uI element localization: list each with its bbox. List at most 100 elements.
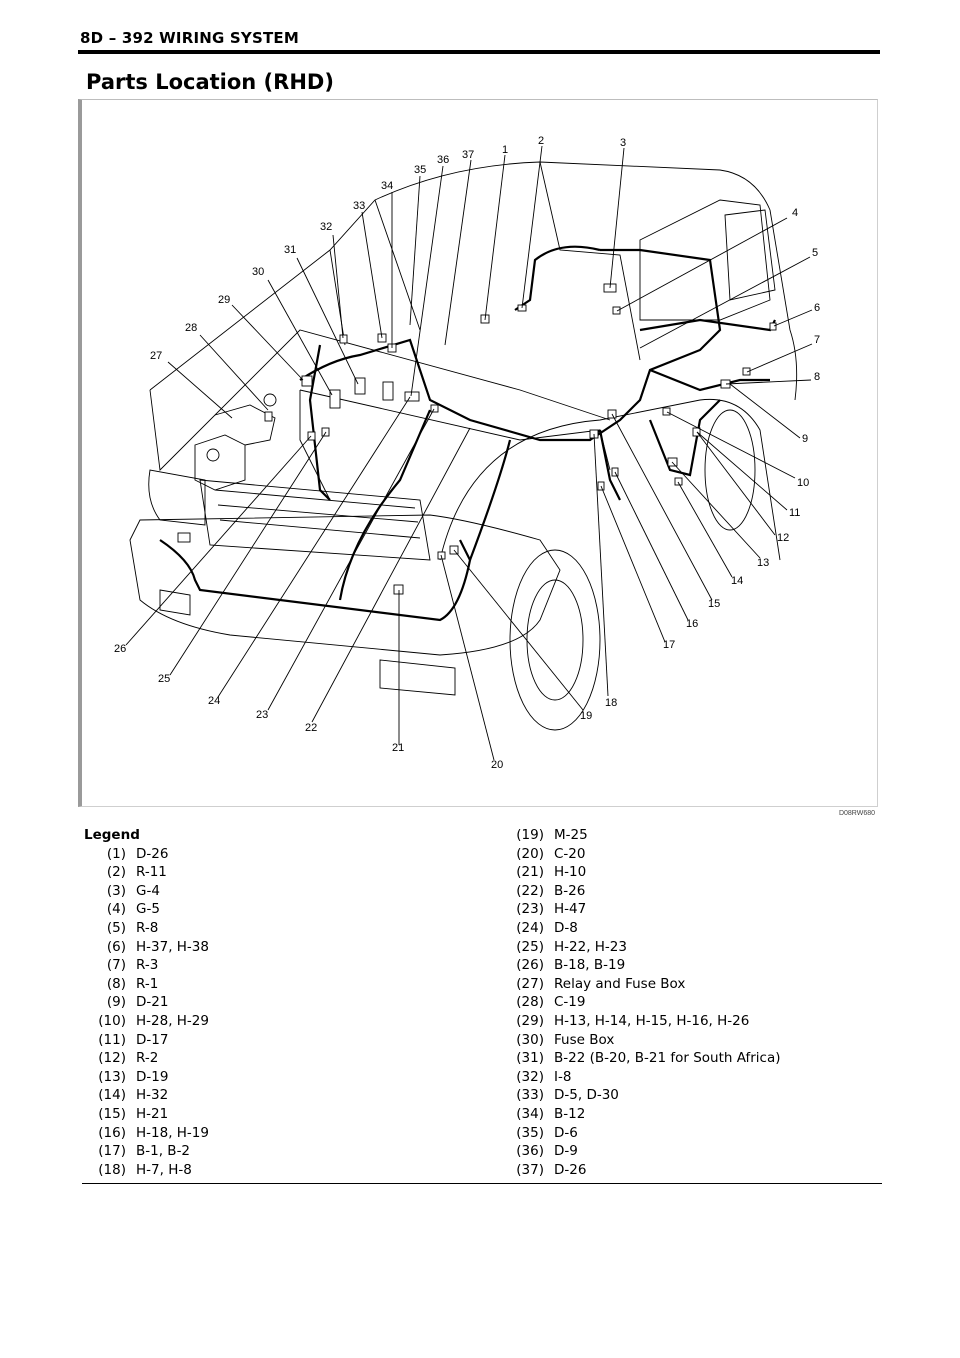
legend-item: (14) H-32: [84, 1086, 484, 1105]
legend-item: (29)H-13, H-14, H-15, H-16, H-26: [502, 1012, 882, 1031]
legend-item-number: (2): [106, 864, 126, 881]
legend-item-number: (5): [106, 919, 126, 936]
legend-item-number: (9): [106, 994, 126, 1011]
legend-item-text: D-5, D-30: [554, 1087, 619, 1104]
legend-item-number: (22): [516, 882, 544, 899]
callout-28: 28: [185, 322, 197, 334]
reservoir-cap: [206, 448, 220, 462]
legend-item-number: (17): [98, 1143, 126, 1160]
legend-item: (1)D-26: [84, 845, 484, 864]
legend-item-number: (7): [106, 957, 126, 974]
vehicle-fog-lamp: [159, 589, 191, 616]
legend-item-text: H-32: [136, 1087, 169, 1104]
callout-36: 36: [437, 154, 449, 166]
legend-item: (31)B-22 (B-20, B-21 for South Africa): [502, 1049, 882, 1068]
legend-item-number: (20): [516, 845, 544, 862]
legend-item: (12) R-2: [84, 1049, 484, 1068]
vehicle-front-wheel: [509, 549, 601, 731]
legend-item-text: C-20: [554, 845, 586, 862]
legend-item: (26) B-18, B-19: [502, 956, 882, 975]
vehicle-front-bumper: [129, 514, 561, 656]
legend-item-number: (14): [98, 1087, 126, 1104]
legend-item-text: D-8: [554, 919, 578, 936]
vehicle-front-wheel-inner: [526, 579, 584, 701]
legend-item-text: D-6: [554, 1124, 578, 1141]
legend-item-number: (15): [98, 1105, 126, 1122]
callout-11: 11: [789, 507, 800, 519]
callout-23: 23: [256, 709, 268, 721]
legend-item-text: H-47: [554, 901, 587, 918]
callout-35: 35: [414, 164, 426, 176]
vehicle-side-window: [639, 199, 771, 321]
callout-12: 12: [777, 532, 789, 544]
legend-item-number: (26): [516, 957, 544, 974]
legend-item: (5)R-8: [84, 919, 484, 938]
legend-item: (3) G-4: [84, 882, 484, 901]
legend-item-number: (23): [516, 901, 544, 918]
callout-5: 5: [812, 247, 818, 259]
legend-item: (6)H-37, H-38: [84, 938, 484, 957]
legend-item-number: (8): [106, 975, 126, 992]
vehicle-hood-outline: [149, 329, 611, 471]
legend-item: (22)B-26: [502, 882, 882, 901]
legend-item: (25)H-22, H-23: [502, 938, 882, 957]
legend-item-text: Relay and Fuse Box: [554, 975, 686, 992]
legend-item-number: (13): [98, 1068, 126, 1085]
callout-21: 21: [392, 742, 404, 754]
legend-item-text: D-9: [554, 1143, 578, 1160]
legend-item: (20) C-20: [502, 845, 882, 864]
callout-19: 19: [580, 710, 592, 722]
legend-item: (28)C-19: [502, 993, 882, 1012]
callout-13: 13: [757, 557, 769, 569]
legend-column-left: Legend (1)D-26(2)R-11(3)G-4(4)G-5(5)R-8(…: [84, 826, 484, 1179]
legend-item: (11)D-17: [84, 1031, 484, 1050]
legend-item-text: D-19: [136, 1068, 169, 1085]
legend-item-text: B-18, B-19: [554, 957, 626, 974]
callout-14: 14: [731, 575, 743, 587]
legend-item-text: R-2: [136, 1050, 159, 1067]
legend-item: (8)R-1: [84, 975, 484, 994]
legend-item: (24) D-8: [502, 919, 882, 938]
legend-item-number: (24): [516, 919, 544, 936]
figure-code: D08RW680: [838, 810, 875, 817]
figure-frame: [78, 99, 878, 807]
legend-item-number: (30): [516, 1031, 544, 1048]
legend-item-text: B-12: [554, 1105, 586, 1122]
callout-33: 33: [353, 200, 365, 212]
legend-item-text: G-4: [136, 882, 160, 899]
callout-15: 15: [708, 598, 720, 610]
legend-item-number: (12): [98, 1050, 126, 1067]
callout-27: 27: [150, 350, 162, 362]
vehicle-grille: [199, 479, 431, 561]
section-title: Parts Location (RHD): [86, 70, 334, 94]
legend-item-number: (33): [516, 1087, 544, 1104]
leader-lines: [125, 145, 813, 761]
legend-item-text: H-28, H-29: [136, 1012, 209, 1029]
legend-heading: Legend: [84, 827, 140, 843]
legend-item-text: M-25: [554, 827, 588, 843]
callout-1: 1: [502, 144, 508, 156]
callout-29: 29: [218, 294, 230, 306]
legend-item: (7) R-3: [84, 956, 484, 975]
callout-25: 25: [158, 673, 170, 685]
legend-item-text: D-17: [136, 1031, 169, 1048]
legend-item: (34)B-12: [502, 1105, 882, 1124]
connectors: [177, 283, 777, 595]
vehicle-roof-outline: [149, 161, 798, 401]
vehicle-side-window-rear: [724, 209, 776, 301]
callout-34: 34: [381, 180, 393, 192]
legend-item-number: (36): [516, 1143, 544, 1160]
wiring-harness: [159, 245, 776, 622]
vehicle-headlight-left: [148, 469, 206, 526]
legend-item-text: H-18, H-19: [136, 1124, 209, 1141]
legend-item-number: (10): [98, 1012, 126, 1029]
legend-item-text: R-3: [136, 957, 159, 974]
callout-18: 18: [605, 697, 617, 709]
legend-item-number: (35): [516, 1124, 544, 1141]
legend-item: (18)H-7, H-8: [84, 1161, 484, 1180]
legend-item-number: (3): [106, 882, 126, 899]
callout-6: 6: [814, 302, 820, 314]
vehicle-windshield: [329, 161, 641, 361]
legend-item-text: H-37, H-38: [136, 938, 209, 955]
